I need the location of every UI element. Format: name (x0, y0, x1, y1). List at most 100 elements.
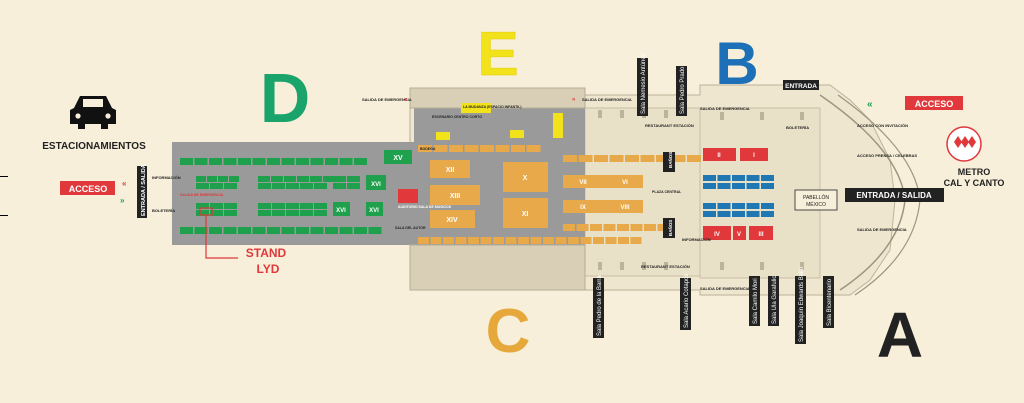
orange-stand[interactable] (630, 224, 643, 231)
orange-stand[interactable] (644, 224, 656, 231)
green-stand[interactable] (210, 210, 223, 216)
green-stand[interactable] (286, 210, 299, 216)
entrada-salida-right-sign[interactable] (845, 188, 944, 202)
green-stand[interactable] (180, 158, 193, 165)
stand-xvi-a[interactable] (366, 175, 386, 190)
green-stand[interactable] (286, 203, 299, 209)
orange-stand[interactable] (530, 237, 542, 244)
orange-stand[interactable] (433, 145, 448, 152)
orange-stand[interactable] (576, 224, 589, 231)
orange-stand[interactable] (418, 237, 429, 244)
orange-stand[interactable] (430, 237, 442, 244)
blue-stand[interactable] (746, 183, 760, 189)
green-stand[interactable] (281, 227, 295, 234)
stand-iv[interactable] (703, 226, 731, 240)
blue-stand[interactable] (717, 211, 731, 217)
blue-stand[interactable] (746, 175, 760, 181)
green-stand[interactable] (194, 227, 208, 234)
stand-xi-yellow[interactable] (510, 130, 524, 138)
stand-ii[interactable] (703, 148, 736, 161)
green-stand[interactable] (272, 210, 285, 216)
blue-stand[interactable] (761, 183, 774, 189)
green-stand[interactable] (196, 183, 209, 189)
stand-vii-vi[interactable] (563, 175, 643, 188)
blue-stand[interactable] (761, 203, 774, 209)
blue-stand[interactable] (732, 211, 745, 217)
green-stand[interactable] (252, 227, 266, 234)
orange-stand[interactable] (464, 145, 479, 152)
pabellon-mexico[interactable] (794, 189, 838, 211)
sala-joaquin-sign[interactable] (795, 276, 806, 344)
orange-stand[interactable] (618, 237, 629, 244)
green-stand[interactable] (300, 183, 313, 189)
blue-stand[interactable] (717, 183, 731, 189)
green-stand[interactable] (258, 183, 271, 189)
orange-stand[interactable] (480, 237, 492, 244)
green-stand[interactable] (223, 158, 237, 165)
stand-xvi-c[interactable] (366, 202, 383, 216)
entrada-top-sign[interactable] (783, 80, 819, 90)
green-stand[interactable] (238, 158, 251, 165)
orange-stand[interactable] (609, 155, 624, 162)
green-stand[interactable] (271, 176, 283, 182)
stand-xii[interactable] (430, 160, 470, 178)
green-stand[interactable] (347, 183, 360, 189)
acceso-left-sign[interactable] (60, 181, 115, 195)
green-stand[interactable] (196, 203, 209, 209)
green-stand[interactable] (258, 210, 271, 216)
orange-stand[interactable] (495, 145, 510, 152)
stand-xvi-b[interactable] (333, 202, 350, 216)
sala-ula-sign[interactable] (768, 276, 779, 326)
green-stand[interactable] (223, 227, 237, 234)
acceso-right-sign[interactable] (905, 96, 963, 110)
green-stand[interactable] (210, 203, 223, 209)
orange-stand[interactable] (543, 237, 554, 244)
green-stand[interactable] (354, 158, 367, 165)
green-stand[interactable] (224, 203, 237, 209)
orange-stand[interactable] (505, 237, 517, 244)
green-stand[interactable] (323, 176, 335, 182)
blue-stand[interactable] (761, 211, 774, 217)
stand-iii[interactable] (749, 226, 773, 240)
green-stand[interactable] (281, 158, 295, 165)
orange-stand[interactable] (449, 145, 463, 152)
orange-stand[interactable] (617, 224, 629, 231)
stand-auditorio[interactable] (398, 189, 418, 203)
green-stand[interactable] (300, 210, 313, 216)
stand-xiv[interactable] (430, 210, 475, 228)
orange-stand[interactable] (605, 237, 617, 244)
blue-stand[interactable] (703, 183, 716, 189)
green-stand[interactable] (229, 176, 239, 182)
green-stand[interactable] (267, 158, 280, 165)
blue-stand[interactable] (761, 175, 774, 181)
blue-stand[interactable] (746, 203, 760, 209)
blue-stand[interactable] (703, 175, 716, 181)
stand-yellow-vertical[interactable] (553, 113, 563, 138)
green-stand[interactable] (196, 210, 209, 216)
orange-stand[interactable] (455, 237, 467, 244)
blue-stand[interactable] (732, 203, 745, 209)
stand-x[interactable] (503, 162, 548, 192)
blue-stand[interactable] (732, 183, 745, 189)
orange-stand[interactable] (480, 145, 494, 152)
green-stand[interactable] (296, 227, 309, 234)
green-stand[interactable] (209, 158, 222, 165)
sala-pedro-prado-sign[interactable] (676, 66, 687, 116)
green-stand[interactable] (272, 183, 285, 189)
orange-stand[interactable] (630, 237, 642, 244)
green-stand[interactable] (238, 227, 251, 234)
green-stand[interactable] (314, 183, 327, 189)
green-stand[interactable] (224, 210, 237, 216)
orange-stand[interactable] (580, 237, 592, 244)
green-stand[interactable] (339, 227, 353, 234)
blue-stand[interactable] (717, 175, 731, 181)
orange-stand[interactable] (594, 155, 608, 162)
green-stand[interactable] (339, 158, 353, 165)
green-stand[interactable] (354, 227, 367, 234)
stand-xv[interactable] (384, 150, 412, 164)
green-stand[interactable] (267, 227, 280, 234)
green-stand[interactable] (218, 176, 228, 182)
orange-stand[interactable] (563, 224, 575, 231)
green-stand[interactable] (333, 183, 346, 189)
orange-stand[interactable] (578, 155, 593, 162)
